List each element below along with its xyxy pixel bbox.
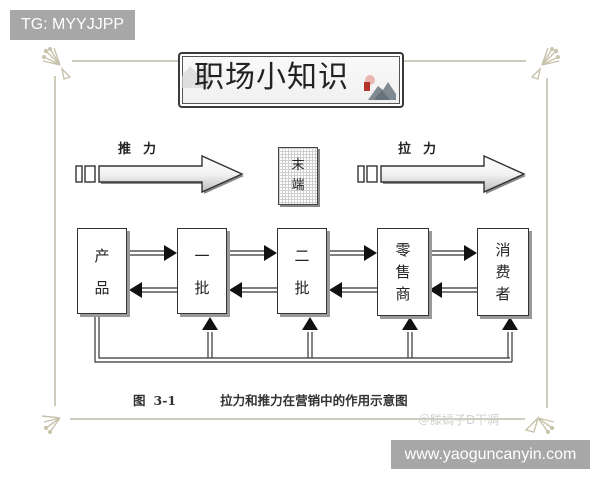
node-consumer: 消 费 者 [477,228,529,316]
node-wholesale1-char-1: 一 [194,246,210,265]
corner-ornament-icon [42,47,72,80]
watermark-faint-handle: ＠滕嫣子D下凋 [418,413,500,427]
frame-right-line [546,78,548,408]
node-consumer-char-2: 费 [495,263,511,281]
frame-left-line [54,76,56,406]
pull-arrow-icon [357,154,526,194]
frame-bottom-line [70,418,525,420]
node-product-char-1: 产 [94,246,110,265]
terminal-char-2: 端 [291,178,305,193]
red-seal-mountain-icon [364,75,396,100]
watermark-bottom-right: www.yaoguncanyin.com [391,440,590,469]
frame-top-left-line [72,60,180,62]
caption-prefix: 图 [133,393,146,408]
node-product-char-2: 品 [94,278,110,297]
node-retailer: 零 售 商 [377,228,429,316]
node-wholesale2-char-1: 二 [294,246,310,265]
node-wholesale2: 二 批 [277,228,327,314]
corner-ornament-icon [524,415,555,435]
node-wholesale2-char-2: 批 [294,278,310,297]
node-retailer-char-1: 零 [395,241,411,259]
push-label: 推力 [118,142,169,157]
node-retailer-char-2: 售 [395,263,411,281]
pull-label: 拉力 [398,142,449,157]
terminal-char-1: 末 [291,158,305,173]
node-consumer-char-1: 消 [495,241,511,259]
push-arrow-icon [75,154,244,194]
watermark-top-left: TG: MYYJJPP [10,10,135,40]
figure-caption: 图 3-1 拉力和推力在营销中的作用示意图 [133,390,408,409]
node-product: 产 品 [77,228,127,314]
corner-ornament-icon [41,415,61,435]
banner-title: 职场小知识 [194,60,349,95]
caption-text: 拉力和推力在营销中的作用示意图 [220,393,408,408]
node-retailer-char-3: 商 [395,285,411,303]
frame-top-right-line [400,60,526,62]
node-wholesale1: 一 批 [177,228,227,314]
caption-number: 3-1 [153,393,177,408]
node-wholesale1-char-2: 批 [194,278,210,297]
terminal-box: 末 端 [278,147,318,205]
corner-ornament-icon [530,47,561,80]
ink-mountain-left-icon [182,64,212,88]
node-consumer-char-3: 者 [495,285,511,303]
